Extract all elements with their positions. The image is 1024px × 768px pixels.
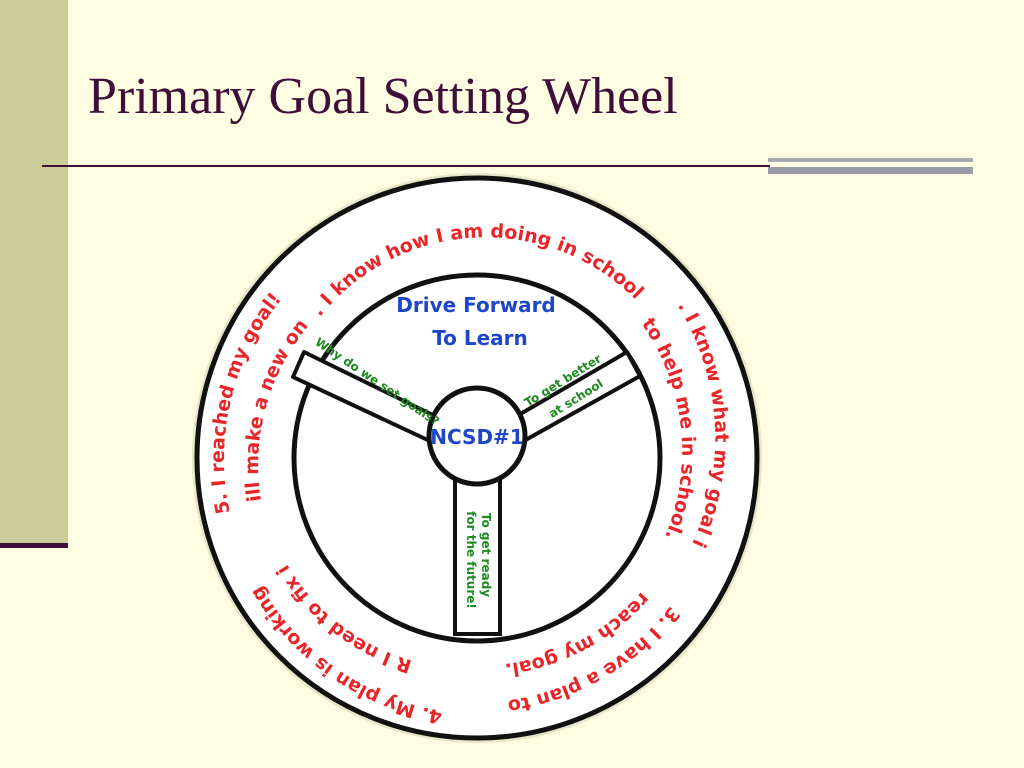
ring-step-5-line2: I will make a new one. [0, 0, 312, 503]
hub-label: NCSD#1 [430, 425, 523, 449]
slide-sidebar-bar [0, 0, 68, 546]
slide-title: Primary Goal Setting Wheel [88, 68, 678, 125]
title-divider [42, 165, 770, 167]
spoke-bottom-label-line2: for the future! [464, 511, 478, 609]
wheel-hub [426, 385, 528, 487]
title-divider-accent [768, 158, 973, 178]
sidebar-accent-line [0, 543, 68, 548]
center-heading-line2: To Learn [432, 326, 528, 350]
spoke-bottom-label-line1: To get ready [479, 513, 493, 597]
center-heading-line1: Drive Forward [396, 293, 556, 317]
